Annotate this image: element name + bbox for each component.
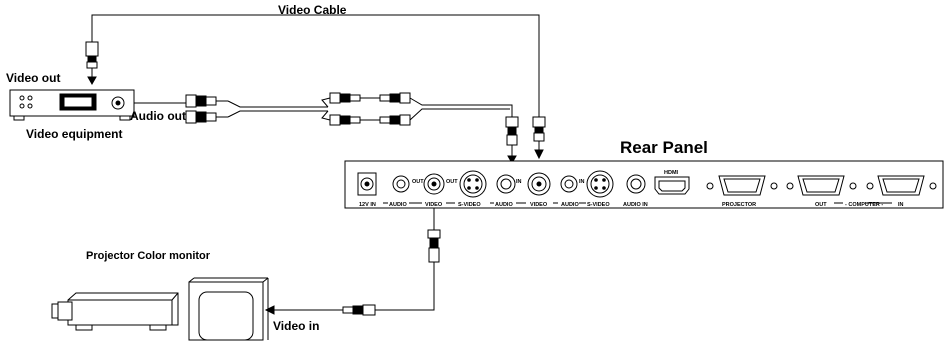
g3-in-label: IN — [579, 179, 585, 185]
g3-audio-label: AUDIO — [561, 202, 579, 208]
g3-audio-in-label: AUDIO IN — [623, 202, 648, 208]
video-equipment-device — [9, 89, 186, 121]
video-equipment-label: Video equipment — [26, 127, 122, 141]
vga-in-label: IN — [898, 202, 904, 208]
power-label: 12V IN — [359, 202, 376, 208]
rear-panel: 12V IN AUDIO VIDEO S-VIDEO OUT OUT AUDIO… — [344, 160, 944, 209]
g2-video-label: VIDEO — [530, 202, 548, 208]
audio-cable — [185, 92, 519, 165]
video-cable — [85, 14, 546, 160]
hdmi-label: HDMI — [664, 170, 679, 176]
color-monitor-device — [188, 277, 269, 341]
video-in-label: Video in — [273, 319, 319, 333]
rear-panel-title: Rear Panel — [620, 138, 708, 157]
vga-out-label: OUT — [815, 202, 827, 208]
video-out-label: Video out — [6, 71, 60, 85]
projector-label: PROJECTOR — [722, 202, 756, 208]
g1-audio-label: AUDIO — [389, 202, 407, 208]
g1-svideo-label: S-VIDEO — [458, 202, 481, 208]
g1-out-v: OUT — [446, 179, 458, 185]
computer-label: - COMPUTER - — [845, 202, 883, 208]
projector-color-monitor-label: Projector Color monitor — [86, 250, 211, 262]
projector-device — [51, 292, 179, 331]
g1-video-label: VIDEO — [425, 202, 443, 208]
g2-in-label: IN — [516, 179, 522, 185]
audio-out-label: Audio out — [130, 109, 186, 123]
video-cable-label: Video Cable — [278, 3, 347, 17]
g1-out-a: OUT — [412, 179, 424, 185]
video-in-cable — [264, 208, 441, 316]
g3-svideo-label: S-VIDEO — [587, 202, 610, 208]
g2-audio-label: AUDIO — [495, 202, 513, 208]
